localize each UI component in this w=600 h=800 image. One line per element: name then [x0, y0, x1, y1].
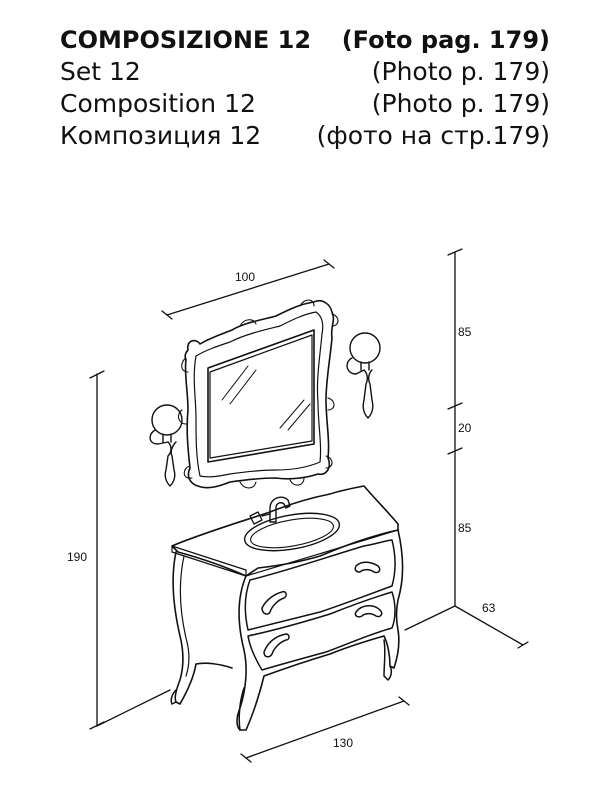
cabinet-width-label: 130: [333, 736, 353, 750]
right-sconce-globe: [349, 332, 381, 364]
sink-basin: [243, 512, 341, 552]
left-wall-sconce: [149, 404, 183, 487]
mirror-width-label: 100: [235, 270, 255, 284]
cabinet-height-label: 85: [458, 521, 472, 535]
heading-line-english-set: Set 12 (Photo p. 179): [60, 56, 550, 88]
depth-label: 63: [482, 601, 496, 615]
bottom-drawer-left-handle: [263, 633, 290, 658]
photo-ref-fr: (Photo p. 179): [371, 89, 550, 118]
composition-title-it: COMPOSIZIONE 12: [60, 26, 312, 54]
depth-line: [454, 605, 524, 646]
top-drawer: [244, 539, 396, 631]
top-drawer-left-handle: [261, 590, 287, 615]
left-rear-leg: [170, 689, 177, 705]
heading-line-french: Composition 12 (Photo p. 179): [60, 88, 550, 120]
left-sconce-globe: [151, 404, 183, 436]
gap-label: 20: [458, 421, 472, 435]
faucet: [269, 496, 291, 523]
mirror-height-label: 85: [458, 325, 472, 339]
mirror-glass: [207, 329, 315, 463]
photo-ref-set: (Photo p. 179): [371, 57, 550, 86]
heading-line-italian: COMPOSIZIONE 12 (Foto pag. 179): [60, 24, 550, 56]
front-left-leg: [238, 687, 245, 731]
total-height-label: 190: [67, 550, 87, 564]
heading-line-russian: Композиция 12 (фото на стр.179): [60, 120, 550, 152]
composition-title-fr: Composition 12: [60, 89, 256, 118]
ornate-mirror: [177, 299, 339, 489]
photo-ref-ru: (фото на стр.179): [316, 121, 550, 150]
bottom-drawer-right-handle: [354, 605, 383, 618]
cabinet-width-line: [245, 700, 405, 759]
composition-title-set: Set 12: [60, 57, 141, 86]
photo-ref-it: (Foto pag. 179): [341, 26, 550, 54]
top-drawer-right-handle: [354, 561, 381, 574]
dimension-lines: [89, 248, 529, 763]
bombe-cabinet: [170, 485, 404, 731]
heading-block: COMPOSIZIONE 12 (Foto pag. 179) Set 12 (…: [60, 24, 550, 152]
bottom-drawer: [247, 591, 396, 671]
right-wall-sconce: [346, 332, 381, 419]
mirror-width-line: [166, 263, 330, 316]
composition-title-ru: Композиция 12: [60, 121, 262, 150]
front-right-leg: [383, 639, 393, 681]
cabinet-side: [172, 551, 233, 705]
